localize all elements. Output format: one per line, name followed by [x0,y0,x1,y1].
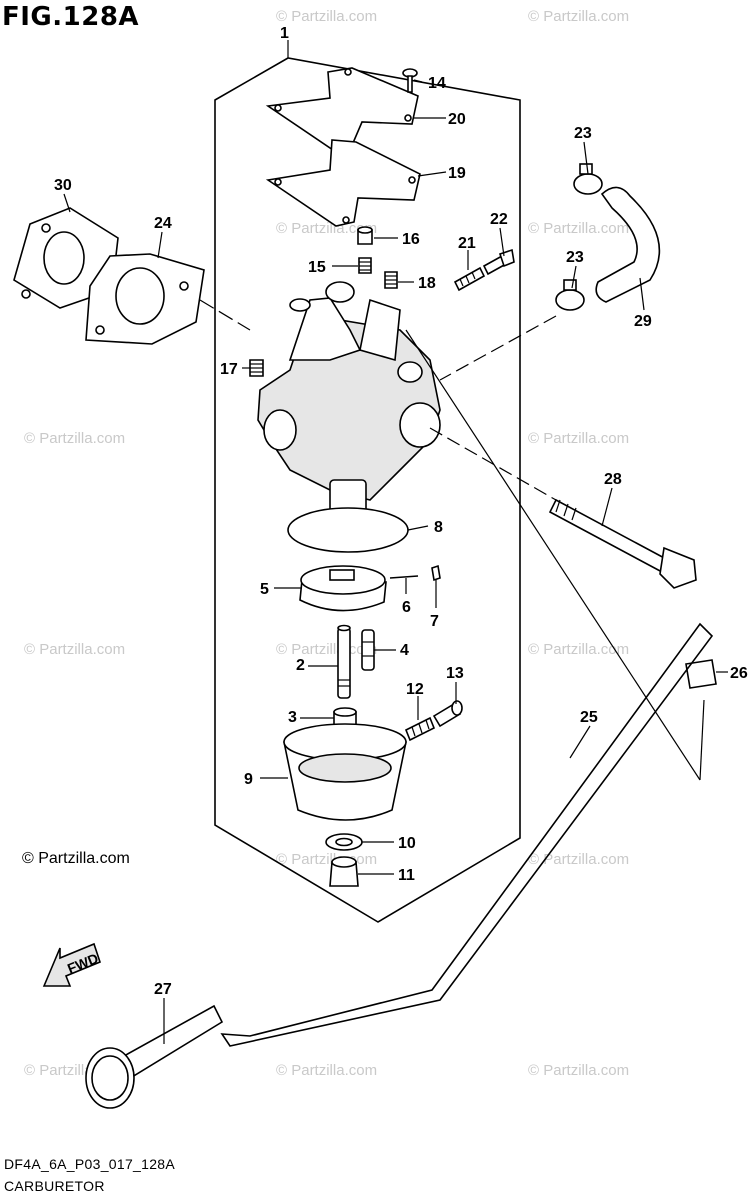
plug-part [357,226,373,245]
diagram-name: CARBURETOR [4,1178,105,1194]
watermark: © Partzilla.com [528,8,630,25]
watermark: © Partzilla.com [24,641,126,658]
callout-29: 29 [634,313,652,330]
callout-16: 16 [402,231,420,248]
pilot-screw-part [432,700,463,728]
callout-1: 1 [280,25,289,42]
throttle-stop-screw-part [482,248,515,276]
intake-gasket-part [85,253,205,345]
jet-part [358,257,372,274]
callout-2: 2 [296,657,305,674]
callout-27: 27 [154,981,172,998]
top-cover-part [265,67,419,153]
callout-21: 21 [458,235,476,252]
figure-title: FIG.128A [2,2,140,32]
callout-19: 19 [448,165,466,182]
callout-20: 20 [448,111,466,128]
callout-3: 3 [288,709,297,726]
main-jet-part [333,707,357,727]
watermark: © Partzilla.com [276,8,378,25]
callout-26: 26 [730,665,748,682]
callout-10: 10 [398,835,416,852]
clip-part [431,564,441,582]
callout-28: 28 [604,471,622,488]
callout-labels: 1 2 3 4 5 6 7 8 9 10 11 12 13 14 15 16 1… [54,25,748,998]
watermark: © Partzilla.com [276,641,378,658]
watermark: © Partzilla.com [528,1062,630,1079]
copyright-notice: © Partzilla.com [22,850,130,867]
watermark: © Partzilla.com [528,851,630,868]
callout-5: 5 [260,581,269,598]
spring-part [404,716,436,742]
callout-24: 24 [154,215,172,232]
callout-9: 9 [244,771,253,788]
watermark: © Partzilla.com [276,220,378,237]
callout-13: 13 [446,665,464,682]
callout-25: 25 [580,709,598,726]
drain-bolt-part [329,856,359,887]
mounting-bolt-part [548,498,697,589]
hose-clamp-part [573,163,603,195]
watermark: © Partzilla.com [528,430,630,447]
float-part [299,565,387,612]
callout-4: 4 [400,642,409,659]
callout-7: 7 [430,613,439,630]
rod-clip-part [685,659,717,689]
watermark: © Partzilla.com [528,641,630,658]
forward-direction-arrow: FWD [42,942,101,987]
main-nozzle-part [337,624,351,699]
callout-30: 30 [54,177,72,194]
callout-23b: 23 [566,249,584,266]
watermark: © Partzilla.com [276,1062,378,1079]
watermark: © Partzilla.com [528,220,630,237]
callout-17: 17 [220,361,238,378]
callout-15: 15 [308,259,326,276]
jet-part [384,271,398,289]
jet-part [249,359,264,377]
washer-hole [335,837,353,847]
callout-18: 18 [418,275,436,292]
diagram-code: DF4A_6A_P03_017_128A [4,1156,176,1172]
callout-23: 23 [574,125,592,142]
pilot-screw-spring-part [453,266,486,292]
callout-14: 14 [428,75,446,92]
choke-knob-part [85,1004,224,1109]
alignment-line [199,299,251,331]
callout-8: 8 [434,519,443,536]
watermark: © Partzilla.com [24,430,126,447]
hose-clamp-part [555,279,585,311]
screw-part [402,68,418,93]
control-rod-part [220,622,714,1047]
callout-12: 12 [406,681,424,698]
float-pin-part [389,575,419,579]
o-ring-part [287,507,409,553]
fuel-hose-part [595,186,661,303]
float-chamber-part [283,723,407,821]
carburetor-body-part [257,281,441,532]
leader-lines [63,40,728,1044]
callout-6: 6 [402,599,411,616]
needle-valve-part [361,629,375,671]
callout-22: 22 [490,211,508,228]
gasket-part [265,139,421,227]
callout-11: 11 [398,867,415,884]
